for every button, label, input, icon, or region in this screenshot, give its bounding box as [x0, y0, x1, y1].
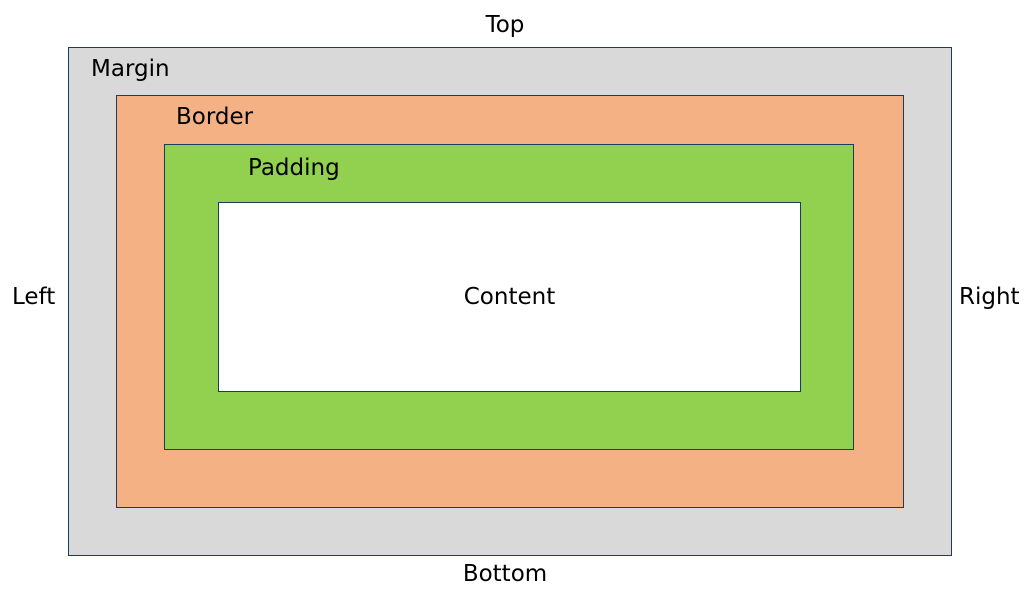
content-label: Content [463, 284, 556, 310]
right-label: Right [959, 284, 1020, 310]
bottom-label: Bottom [462, 561, 548, 587]
padding-label: Padding [248, 155, 340, 181]
content-box [218, 202, 801, 392]
left-label: Left [12, 284, 56, 310]
top-label: Top [485, 12, 525, 38]
margin-label: Margin [91, 56, 170, 82]
border-label: Border [176, 104, 254, 130]
